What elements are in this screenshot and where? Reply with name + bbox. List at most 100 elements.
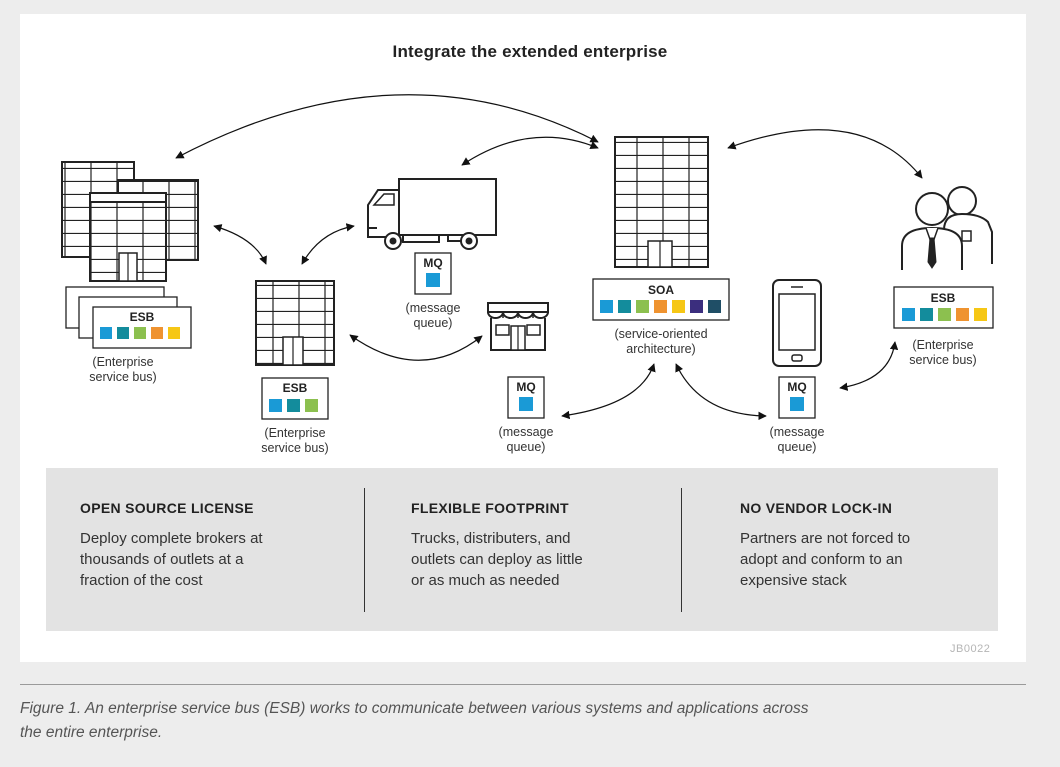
feature-line: outlets can deploy as little	[411, 551, 583, 568]
color-square	[974, 308, 987, 321]
color-square	[708, 300, 721, 313]
color-square	[920, 308, 933, 321]
color-square	[902, 308, 915, 321]
connector-soa-to-phone-mq	[675, 363, 767, 421]
soa-tag: SOA	[592, 278, 730, 321]
color-square	[100, 327, 112, 339]
color-square	[672, 300, 685, 313]
connector-left-building-to-soa	[175, 94, 599, 159]
feature-line: expensive stack	[740, 572, 847, 589]
color-square	[636, 300, 649, 313]
color-square	[426, 273, 440, 287]
soa-label: (service-oriented architecture)	[596, 327, 726, 357]
esb-tag-right-text: ESB	[931, 291, 956, 305]
esb-tag-right: ESB	[893, 286, 994, 329]
feature-line: fraction of the cost	[80, 572, 203, 589]
mq-tag-truck: MQ	[414, 252, 452, 295]
feature-no-vendor-lock-in: NO VENDOR LOCK-IN Partners are not force…	[740, 500, 1000, 591]
feature-heading: FLEXIBLE FOOTPRINT	[411, 500, 569, 516]
soa-tag-text: SOA	[648, 283, 674, 297]
feature-divider	[681, 488, 682, 612]
feature-heading: OPEN SOURCE LICENSE	[80, 500, 254, 516]
mq-tag-shop-text: MQ	[516, 380, 535, 394]
label-line: service bus)	[261, 441, 329, 455]
feature-heading: NO VENDOR LOCK-IN	[740, 500, 893, 516]
diagram-title: Integrate the extended enterprise	[392, 42, 668, 61]
connector-left-building-to-center	[213, 224, 267, 265]
label-line: (message	[498, 425, 554, 439]
label-line: (message	[769, 425, 825, 439]
color-square	[151, 327, 163, 339]
caption-divider	[20, 684, 1026, 685]
mq-tag-phone-text: MQ	[787, 380, 806, 394]
connector-phone-mq-to-right-esb	[839, 341, 899, 391]
feature-line: thousands of outlets at a	[80, 551, 244, 568]
label-line: queue)	[506, 440, 546, 454]
color-square	[287, 399, 300, 412]
label-line: queue)	[777, 440, 817, 454]
label-line: queue)	[413, 316, 453, 330]
label-line: (Enterprise	[264, 426, 326, 440]
mq-tag-truck-text: MQ	[423, 256, 442, 270]
esb-tag-left-text: ESB	[130, 310, 155, 324]
color-square	[938, 308, 951, 321]
esb-center-label: (Enterprise service bus)	[240, 426, 350, 456]
shop-mq-label: (message queue)	[486, 425, 566, 455]
phone-mq-label: (message queue)	[757, 425, 837, 455]
label-line: (service-oriented	[614, 327, 708, 341]
feature-body: Trucks, distributers, and outlets can de…	[411, 528, 671, 591]
connector-center-to-truck	[301, 223, 355, 265]
caption-line: the entire enterprise.	[20, 724, 163, 741]
connector-soa-to-people	[727, 129, 923, 179]
shop-icon	[486, 302, 550, 351]
label-line: (Enterprise	[92, 355, 154, 369]
label-line: (Enterprise	[912, 338, 974, 352]
feature-line: Trucks, distributers, and	[411, 530, 571, 547]
mq-tag-shop: MQ	[507, 376, 545, 419]
people-icon	[901, 186, 993, 270]
color-square	[269, 399, 282, 412]
label-line: (message	[405, 301, 461, 315]
connector-center-to-shop	[349, 334, 483, 361]
color-square	[117, 327, 129, 339]
color-square	[134, 327, 146, 339]
feature-line: adopt and conform to an	[740, 551, 903, 568]
color-square	[690, 300, 703, 313]
color-square	[790, 397, 804, 411]
color-square	[168, 327, 180, 339]
color-square	[600, 300, 613, 313]
truck-icon	[367, 178, 497, 250]
features-panel	[46, 468, 998, 631]
building-center-icon	[255, 280, 335, 366]
truck-mq-label: (message queue)	[393, 301, 473, 331]
feature-divider	[364, 488, 365, 612]
connector-shop-mq-to-soa	[561, 363, 656, 420]
color-square	[519, 397, 533, 411]
label-line: architecture)	[626, 342, 696, 356]
connector-truck-to-soa	[461, 136, 599, 166]
feature-flexible-footprint: FLEXIBLE FOOTPRINT Trucks, distributers,…	[411, 500, 671, 591]
color-square	[654, 300, 667, 313]
feature-body: Deploy complete brokers at thousands of …	[80, 528, 340, 591]
building-stack-left-icon	[61, 161, 199, 282]
smartphone-icon	[772, 279, 822, 367]
esb-tag-left: ESB	[65, 286, 192, 349]
feature-open-source: OPEN SOURCE LICENSE Deploy complete brok…	[80, 500, 340, 591]
tower-building-icon	[614, 136, 709, 268]
esb-tag-center: ESB	[261, 377, 329, 420]
esb-tag-center-text: ESB	[283, 381, 308, 395]
feature-line: Deploy complete brokers at	[80, 530, 263, 547]
caption-line: Figure 1. An enterprise service bus (ESB…	[20, 700, 809, 717]
color-square	[305, 399, 318, 412]
label-line: service bus)	[89, 370, 157, 384]
figure-code: JB0022	[950, 643, 991, 655]
mq-tag-phone: MQ	[778, 376, 816, 419]
feature-line: Partners are not forced to	[740, 530, 911, 547]
color-square	[956, 308, 969, 321]
feature-body: Partners are not forced to adopt and con…	[740, 528, 1000, 591]
esb-left-label: (Enterprise service bus)	[68, 355, 178, 385]
figure-caption: Figure 1. An enterprise service bus (ESB…	[20, 697, 1030, 745]
color-square	[618, 300, 631, 313]
feature-line: or as much as needed	[411, 572, 560, 589]
